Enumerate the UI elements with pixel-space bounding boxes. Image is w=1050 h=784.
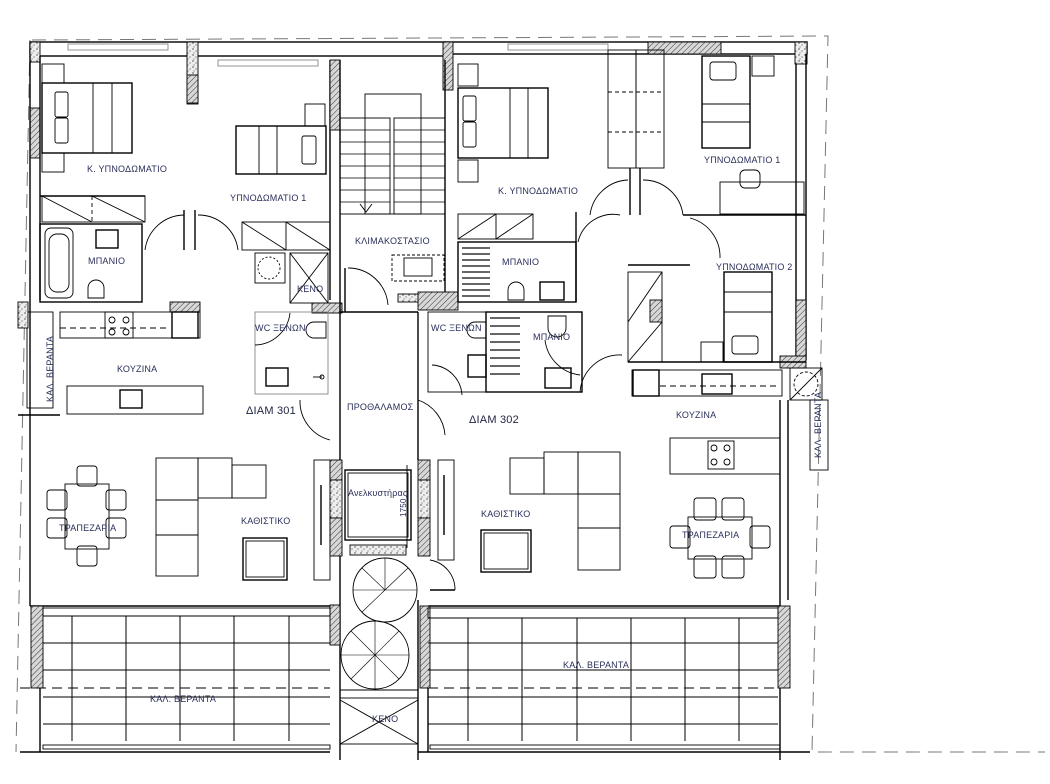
- label-bedroom-1-301: ΥΠΝΟΔΩΜΑΤΙΟ 1: [230, 193, 307, 203]
- label-living-301: ΚΑΘΙΣΤΙΚΟ: [241, 516, 291, 526]
- label-kitchen-301: ΚΟΥΖΙΝΑ: [117, 364, 158, 374]
- exterior-walls: [29, 41, 808, 360]
- label-stairwell: ΚΛΙΜΑΚΟΣΤΑΣΙΟ: [355, 236, 430, 246]
- label-guest-wc-301: WC ΞΕΝΩΝ: [255, 323, 306, 333]
- label-master-bedroom-301: Κ. ΥΠΝΟΔΩΜΑΤΙΟ: [87, 164, 168, 174]
- label-dining-301: ΤΡΑΠΕΖΑΡΙΑ: [59, 523, 117, 533]
- label-bathroom-2-302: ΜΠΑΝΙΟ: [533, 332, 571, 342]
- common-core: [329, 60, 459, 760]
- label-apartment-302: ΔΙΑΜ 302: [469, 414, 519, 426]
- label-elevator-dimension: 1750: [399, 498, 408, 517]
- label-dining-302: ΤΡΑΠΕΖΑΡΙΑ: [682, 530, 740, 540]
- label-veranda-302: ΚΑΛ. ΒΕΡΑΝΤΑ: [563, 660, 630, 670]
- label-void-common: ΚΕΝΟ: [372, 714, 399, 724]
- label-bedroom-2-302: ΥΠΝΟΔΩΜΑΤΙΟ 2: [716, 262, 793, 272]
- apartment-302-walls: [427, 49, 829, 760]
- label-covered-veranda-301: ΚΑΛ. ΒΕΡΑΝΤΑ: [45, 335, 55, 402]
- label-void-301: ΚΕΝΟ: [297, 284, 324, 294]
- label-apartment-301: ΔΙΑΜ 301: [246, 405, 296, 417]
- label-living-302: ΚΑΘΙΣΤΙΚΟ: [481, 509, 531, 519]
- label-lobby: ΠΡΟΘΑΛΑΜΟΣ: [347, 402, 414, 412]
- property-boundary: [15, 35, 1045, 753]
- label-bedroom-1-302: ΥΠΝΟΔΩΜΑΤΙΟ 1: [704, 155, 781, 165]
- label-master-bedroom-302: Κ. ΥΠΝΟΔΩΜΑΤΙΟ: [498, 186, 579, 196]
- label-bathroom-301: ΜΠΑΝΙΟ: [88, 256, 126, 266]
- label-covered-veranda-302: ΚΑΛ. ΒΕΡΑΝΤΑ: [813, 391, 823, 458]
- apartment-301-walls: [17, 59, 343, 581]
- verandas: [20, 415, 810, 753]
- label-guest-wc-302: WC ΞΕΝΩΝ: [431, 323, 482, 333]
- label-elevator: Ανελκυστήρας: [348, 488, 408, 498]
- label-veranda-301: ΚΑΛ. ΒΕΡΑΝΤΑ: [150, 694, 217, 704]
- label-bathroom-302: ΜΠΑΝΙΟ: [502, 257, 540, 267]
- label-kitchen-302: ΚΟΥΖΙΝΑ: [676, 410, 717, 420]
- apartment-301-furniture-beds: [41, 63, 327, 299]
